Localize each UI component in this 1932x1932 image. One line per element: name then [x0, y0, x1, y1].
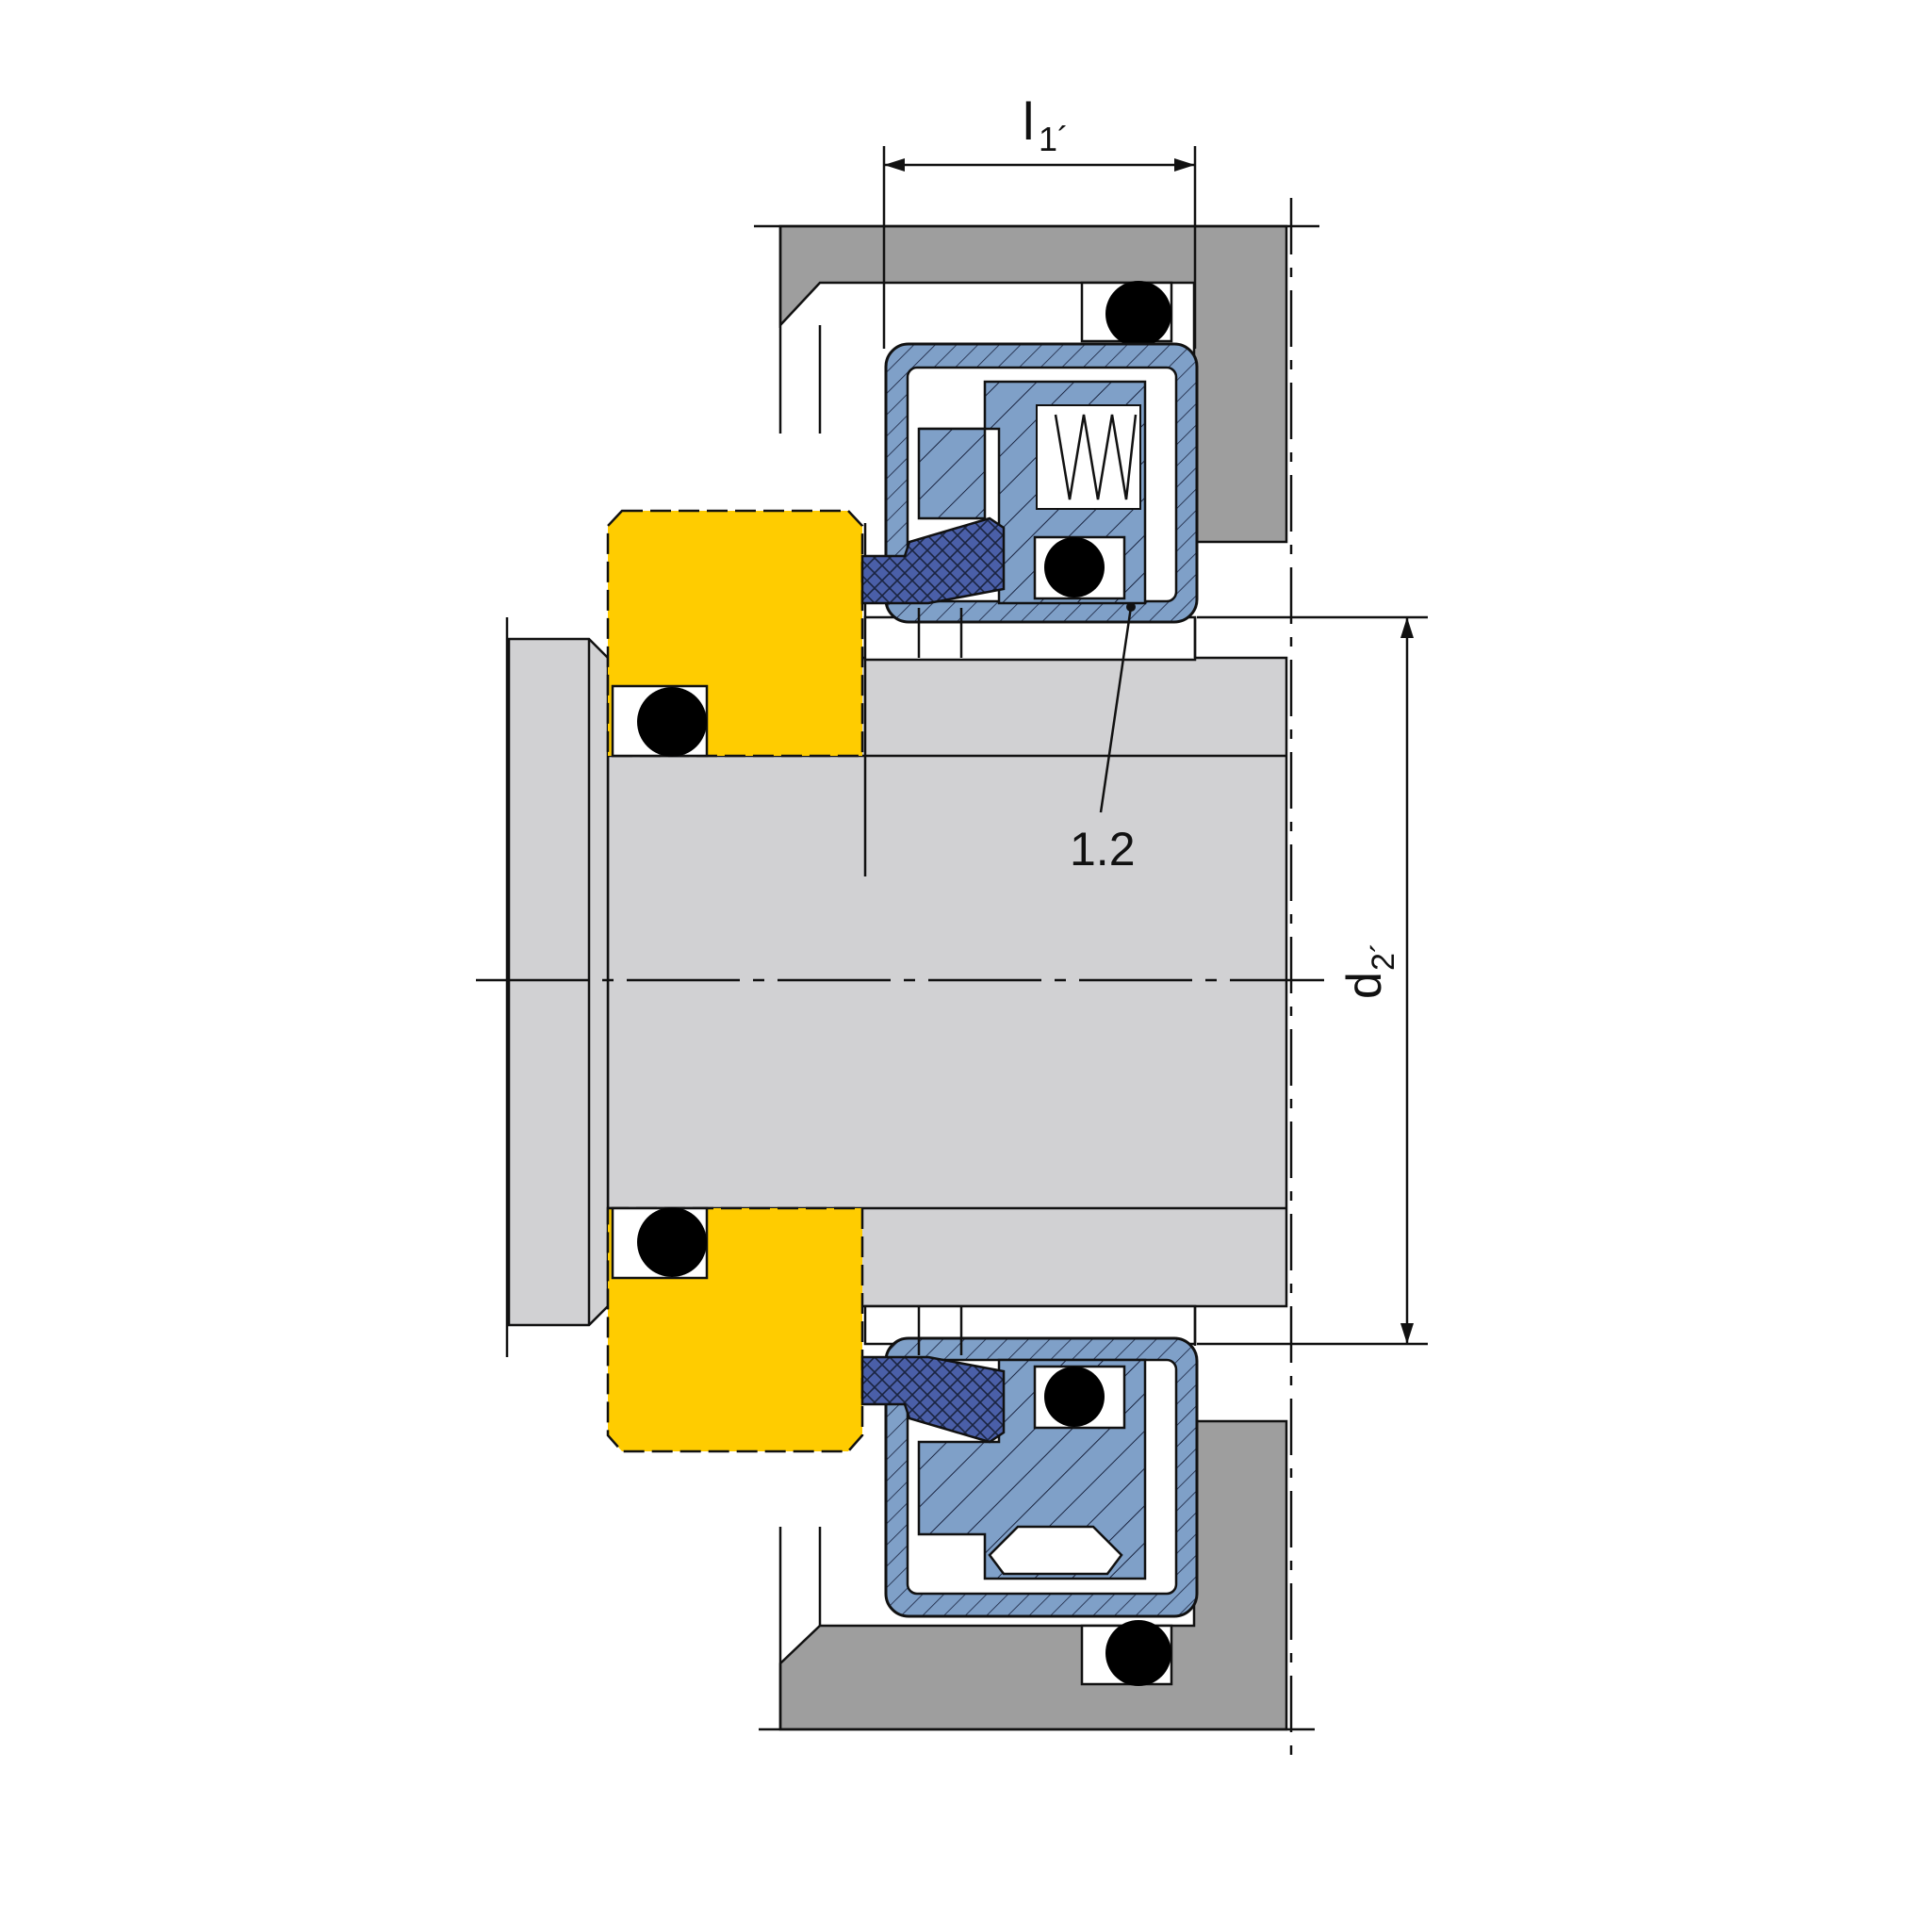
o-ring-sleeve-top [637, 687, 707, 757]
wave-spring-bottom [988, 1525, 1123, 1576]
seal-cartridge-bottom [860, 1304, 1199, 1618]
dimension-d2-subscript: 2´ [1366, 942, 1401, 971]
o-ring-housing-top [1105, 281, 1171, 347]
part-reference-label: 1.2 [1070, 823, 1136, 876]
elastomer-top [860, 516, 1006, 605]
dimension-l1-label: l [1023, 91, 1034, 151]
sleeve-o-rings [611, 684, 709, 1280]
o-ring-sleeve-bottom [637, 1207, 707, 1277]
o-ring-housing-bottom [1105, 1620, 1171, 1686]
dimension-l1: l 1´ [882, 91, 1197, 349]
dimension-d2: d 2´ [1197, 615, 1428, 1346]
shaft-step [507, 637, 610, 1327]
shaft-body [606, 656, 1288, 1308]
dimension-d2-label: d [1337, 972, 1392, 999]
elastomer-bottom [860, 1355, 1006, 1444]
o-ring-seal-top [1044, 537, 1105, 598]
seal-cartridge-top [860, 342, 1199, 662]
dimension-l1-subscript: 1´ [1039, 120, 1069, 158]
part-reference-1-2: 1.2 [1070, 606, 1136, 876]
shaft [505, 617, 1288, 1357]
housing-o-rings [1080, 281, 1173, 1686]
seal-face-top [917, 427, 987, 520]
o-ring-seal-bottom [1044, 1367, 1105, 1427]
spring-icon [1054, 414, 1138, 500]
